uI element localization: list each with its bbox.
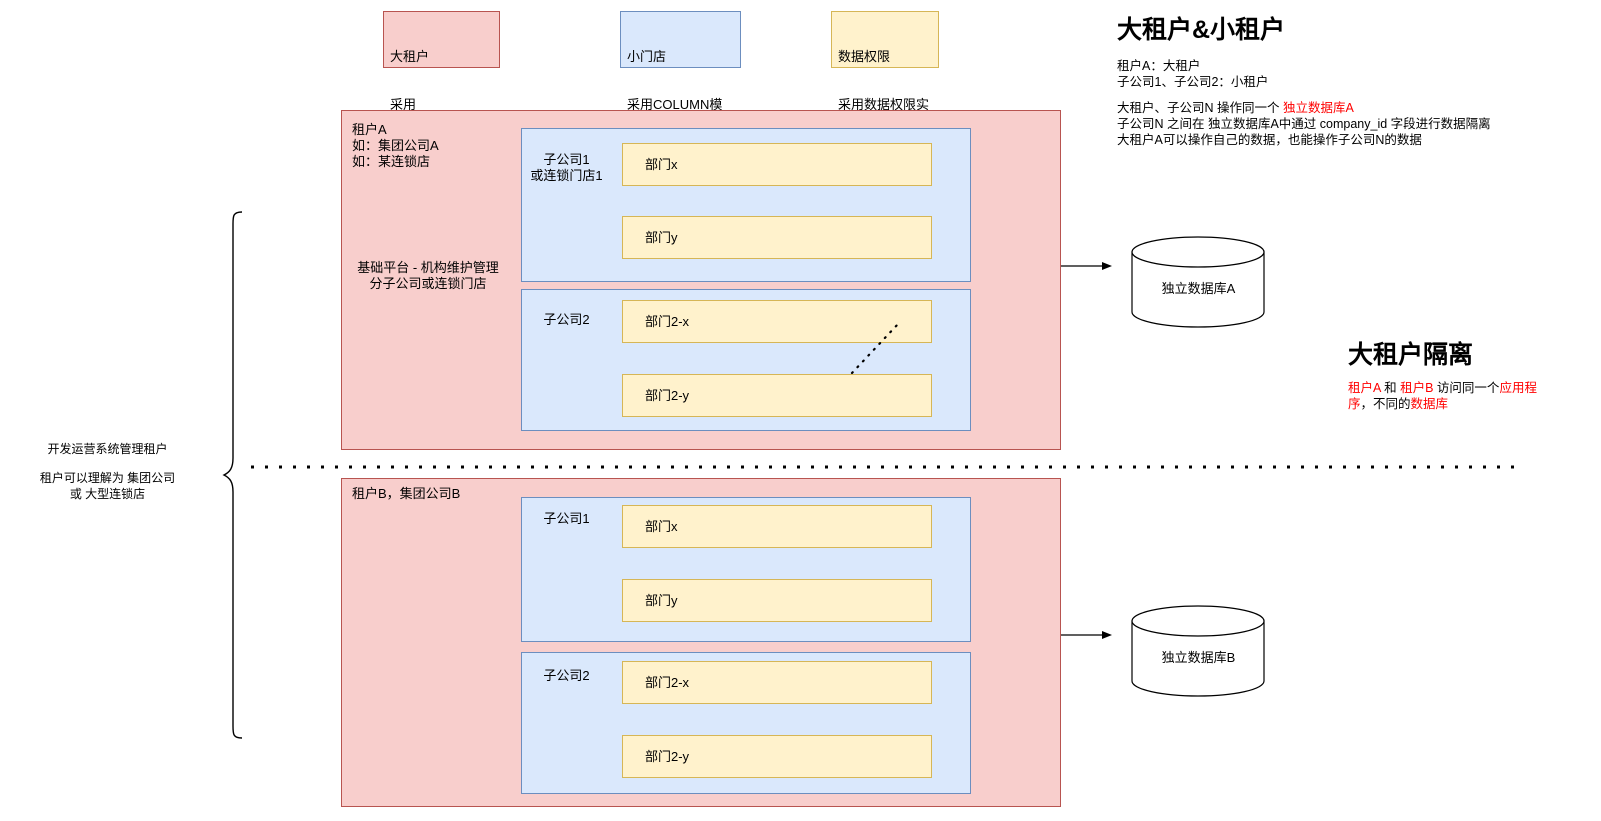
tenant-a-platform-label: 基础平台 - 机构维护管理 分子公司或连锁门店 <box>357 260 499 291</box>
tenant-b-label: 租户B，集团公司B <box>352 486 461 501</box>
department-b1-y-label: 部门y <box>645 592 678 608</box>
panel-bottom-seg-tenant-a: 租户A <box>1348 381 1381 395</box>
panel-bottom-heading: 大租户隔离 <box>1348 341 1474 369</box>
panel-top-line1: 租户A：大租户 <box>1117 59 1201 73</box>
department-a2-y-label: 部门2-y <box>645 387 690 403</box>
panel-top-line3-highlight: 独立数据库A <box>1282 101 1354 115</box>
tenant-a-label: 租户A 如：集团公司A 如：某连锁店 <box>352 122 439 169</box>
arrow-tenant-a-to-database-a <box>1061 262 1112 270</box>
subsidiary-a-1-label: 子公司1 或连锁门店1 <box>530 152 603 183</box>
database-b-label: 独立数据库B <box>1161 650 1236 665</box>
department-b1-y: 部门y <box>622 579 932 622</box>
department-b2-y-label: 部门2-y <box>645 748 690 764</box>
legend-note-data-permission-title: 数据权限 <box>838 49 891 64</box>
panel-bottom-seg-different: ，不同的 <box>1360 397 1411 411</box>
department-a2-x-label: 部门2-x <box>645 313 690 329</box>
legend-note-small-store-title: 小门店 <box>627 49 667 64</box>
department-b2-x-label: 部门2-x <box>645 674 690 690</box>
department-b1-x: 部门x <box>622 505 932 548</box>
dotted-diagonal-connector <box>850 322 900 375</box>
panel-bottom-seg-access: 访问同一个 <box>1433 381 1500 395</box>
left-annotation-line1: 开发运营系统管理租户 <box>47 442 168 456</box>
subsidiary-b-2-label: 子公司2 <box>543 668 590 683</box>
database-b-cylinder <box>1131 605 1265 697</box>
subsidiary-b-1-label: 子公司1 <box>543 511 590 526</box>
subsidiary-a-2-label: 子公司2 <box>543 312 590 327</box>
department-b2-y: 部门2-y <box>622 735 932 778</box>
department-a2-y: 部门2-y <box>622 374 932 417</box>
legend-note-small-store: 小门店 采用COLUMN模式实现 <box>620 11 741 128</box>
panel-top-line2: 子公司1、子公司2：小租户 <box>1117 75 1269 89</box>
department-b2-x: 部门2-x <box>622 661 932 704</box>
panel-top-line5: 大租户A可以操作自己的数据，也能操作子公司N的数据 <box>1117 133 1422 147</box>
left-grouping-brace <box>222 211 243 739</box>
panel-bottom-seg-application: 应用程序 <box>1348 381 1537 411</box>
department-a2-x: 部门2-x <box>622 300 932 343</box>
database-a-cylinder <box>1131 236 1265 328</box>
panel-top-line4: 子公司N 之间在 独立数据库A中通过 company_id 字段进行数据隔离 <box>1117 117 1491 131</box>
panel-bottom-body: 租户A 和 租户B 访问同一个应用程序，不同的数据库 <box>1348 380 1548 412</box>
left-annotation-line2: 租户可以理解为 集团公司 <box>39 471 176 485</box>
department-a1-y: 部门y <box>622 216 932 259</box>
panel-top-line3: 大租户、子公司N 操作同一个 独立数据库A <box>1117 100 1577 116</box>
legend-note-big-tenant-title: 大租户 <box>390 49 430 64</box>
department-a1-x: 部门x <box>622 143 932 186</box>
tenant-isolation-divider <box>251 465 1514 469</box>
department-a1-y-label: 部门y <box>645 229 678 245</box>
department-b1-x-label: 部门x <box>645 518 678 534</box>
database-a-label: 独立数据库A <box>1161 281 1236 296</box>
arrow-tenant-b-to-database-b <box>1061 631 1112 639</box>
panel-top-heading: 大租户&小租户 <box>1117 16 1286 44</box>
panel-bottom-seg-and: 和 <box>1380 381 1401 395</box>
department-a1-x-label: 部门x <box>645 156 678 172</box>
legend-note-big-tenant: 大租户 采用DATASOURCE模式实现 <box>383 11 500 144</box>
panel-bottom-seg-tenant-b: 租户B <box>1400 381 1434 395</box>
left-annotation-line3: 或 大型连锁店 <box>69 487 146 501</box>
panel-bottom-seg-database: 数据库 <box>1410 397 1449 411</box>
panel-top-line3-text: 大租户、子公司N 操作同一个 <box>1117 101 1283 115</box>
legend-note-data-permission: 数据权限 采用数据权限实现 <box>831 11 939 128</box>
